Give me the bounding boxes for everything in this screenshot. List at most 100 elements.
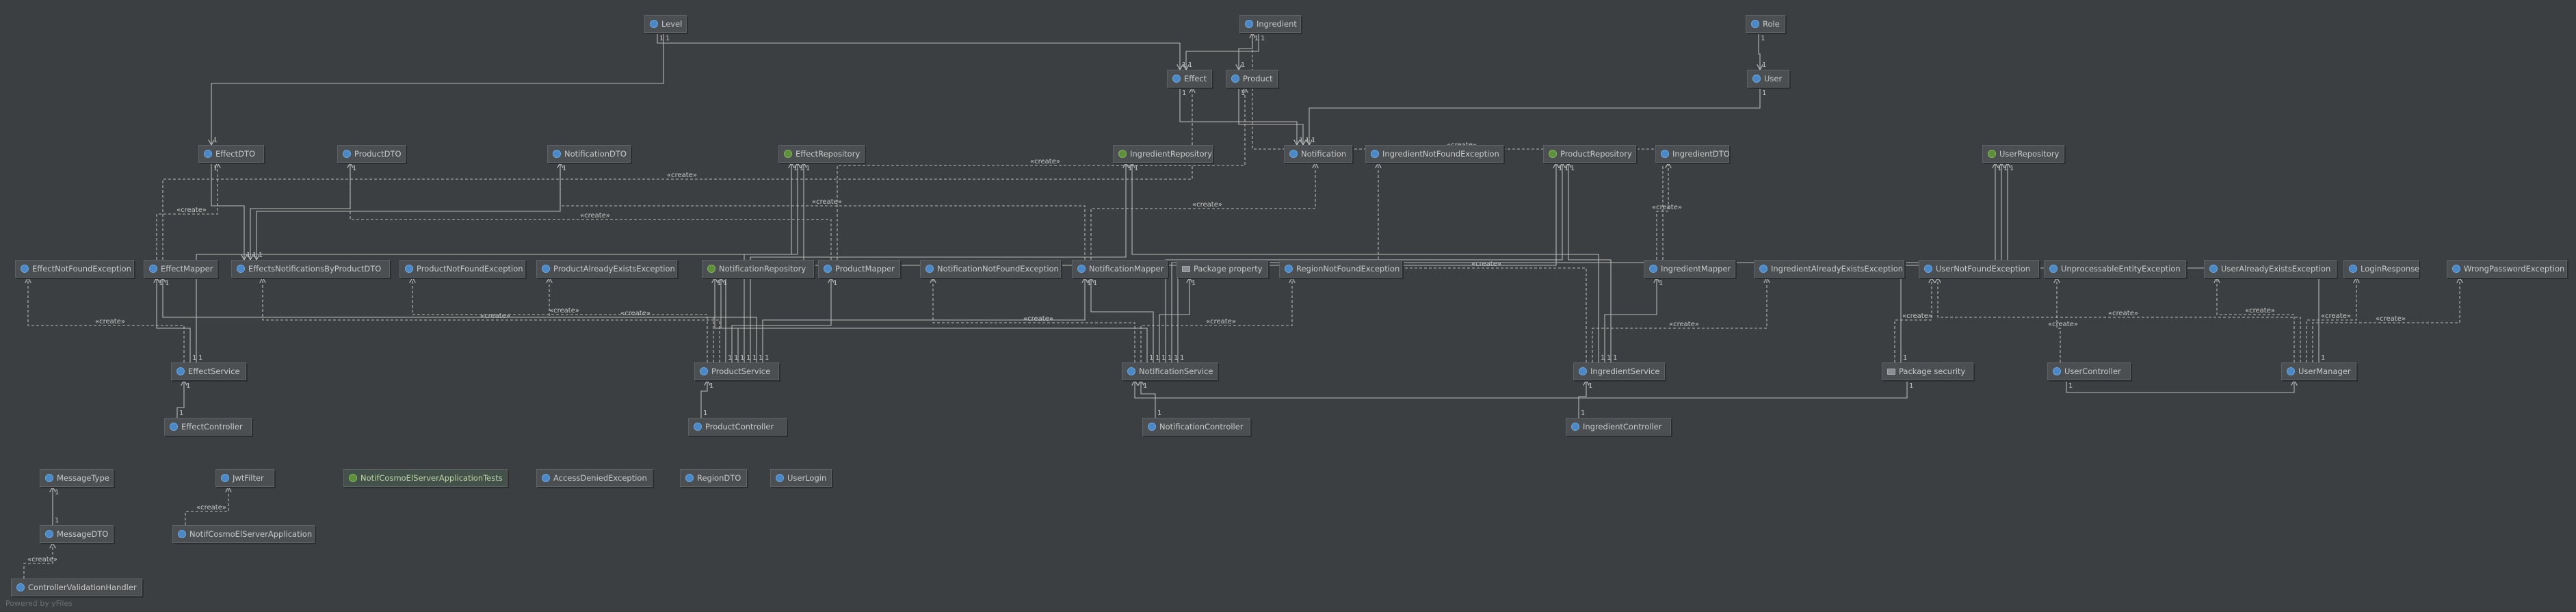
node-effect-not-found-exception[interactable]: EffectNotFoundException <box>15 260 134 278</box>
node-product-mapper[interactable]: ProductMapper <box>818 260 900 278</box>
node-effect-controller[interactable]: EffectController <box>164 418 252 436</box>
class-icon <box>178 530 186 538</box>
node-product-dto[interactable]: ProductDTO <box>337 145 406 163</box>
node-notification[interactable]: Notification <box>1284 145 1352 163</box>
node-product-not-found-exception[interactable]: ProductNotFoundException <box>399 260 525 278</box>
multiplicity-label: 1 <box>659 35 663 42</box>
edge-role-to-user <box>1759 33 1760 70</box>
node-notification-repository[interactable]: NotificationRepository <box>702 260 814 278</box>
node-label: NotifCosmoElServerApplication <box>189 529 313 539</box>
node-unprocessable-entity-exception[interactable]: UnprocessableEntityException <box>2044 260 2186 278</box>
node-label: User <box>1764 74 1783 83</box>
multiplicity-label: 1 <box>2321 354 2325 362</box>
node-product-repository[interactable]: ProductRepository <box>1543 145 1636 163</box>
node-label: Notification <box>1301 149 1346 159</box>
edge-controller-validation-handler-to-message-dto <box>23 543 53 578</box>
node-ingredient-mapper[interactable]: IngredientMapper <box>1644 260 1735 278</box>
node-ingredient-already-exists-exception[interactable]: IngredientAlreadyExistsException <box>1754 260 1904 278</box>
create-label: «create» <box>549 307 579 315</box>
node-notification-service[interactable]: NotificationService <box>1122 362 1218 380</box>
node-notif-cosmo-el-server-application[interactable]: NotifCosmoElServerApplication <box>172 525 315 543</box>
node-ingredient-dto[interactable]: IngredientDTO <box>1655 145 1730 163</box>
multiplicity-label: 1 <box>1128 165 1132 172</box>
class-icon <box>170 423 178 431</box>
node-notif-cosmo-el-server-application-tests[interactable]: NotifCosmoElServerApplicationTests <box>343 469 508 487</box>
node-login-response[interactable]: LoginResponse <box>2343 260 2419 278</box>
node-label: EffectNotFoundException <box>32 264 131 274</box>
node-label: Level <box>661 19 683 29</box>
class-icon <box>2209 265 2218 273</box>
class-icon <box>2287 367 2295 375</box>
node-effect-mapper[interactable]: EffectMapper <box>144 260 218 278</box>
node-user-login[interactable]: UserLogin <box>770 469 832 487</box>
multiplicity-label: 1 <box>1192 280 1196 287</box>
node-package-property[interactable]: Package property <box>1177 260 1268 278</box>
class-icon <box>1172 75 1181 83</box>
edge-user-controller-to-unprocessable-entity-exception <box>2057 278 2061 362</box>
node-label: ProductController <box>705 422 774 431</box>
class-icon <box>1285 265 1293 273</box>
node-jwt-filter[interactable]: JwtFilter <box>215 469 274 487</box>
class-icon <box>343 150 351 158</box>
node-product-already-exists-exception[interactable]: ProductAlreadyExistsException <box>536 260 677 278</box>
edge-ingredient-service-to-product-repository <box>1568 163 1611 362</box>
node-ingredient-controller[interactable]: IngredientController <box>1566 418 1671 436</box>
node-level[interactable]: Level <box>644 15 687 33</box>
node-effects-notifications-by-product-dto[interactable]: EffectsNotificationsByProductDTO <box>231 260 390 278</box>
multiplicity-label: 1 <box>1254 35 1259 42</box>
node-region-dto[interactable]: RegionDTO <box>680 469 747 487</box>
node-label: EffectService <box>188 367 240 376</box>
node-effect-service[interactable]: EffectService <box>171 362 246 380</box>
class-icon <box>1231 75 1239 83</box>
multiplicity-label: 1 <box>55 489 59 496</box>
node-controller-validation-handler[interactable]: ControllerValidationHandler <box>11 578 142 596</box>
node-region-not-found-exception[interactable]: RegionNotFoundException <box>1279 260 1402 278</box>
node-message-dto[interactable]: MessageDTO <box>40 525 114 543</box>
node-product-service[interactable]: ProductService <box>694 362 779 380</box>
create-label: «create» <box>1030 158 1060 165</box>
edge-product-to-notification <box>1239 88 1303 145</box>
node-label: NotificationMapper <box>1089 264 1164 274</box>
node-notification-not-found-exception[interactable]: NotificationNotFoundException <box>920 260 1061 278</box>
multiplicity-label: 1 <box>1659 280 1663 287</box>
class-icon <box>685 474 694 482</box>
create-label: «create» <box>580 212 610 219</box>
node-label: EffectMapper <box>161 264 213 274</box>
node-wrong-password-exception[interactable]: WrongPasswordException <box>2447 260 2567 278</box>
node-package-security[interactable]: Package security <box>1882 362 1973 380</box>
node-user-repository[interactable]: UserRepository <box>1982 145 2064 163</box>
node-ingredient-repository[interactable]: IngredientRepository <box>1113 145 1213 163</box>
multiplicity-label: 1 <box>793 165 798 172</box>
node-notification-controller[interactable]: NotificationController <box>1142 418 1250 436</box>
node-label: IngredientService <box>1590 367 1660 376</box>
node-notification-mapper[interactable]: NotificationMapper <box>1072 260 1168 278</box>
node-ingredient-service[interactable]: IngredientService <box>1573 362 1665 380</box>
node-access-denied-exception[interactable]: AccessDeniedException <box>536 469 653 487</box>
node-product-controller[interactable]: ProductController <box>688 418 787 436</box>
multiplicity-label: 1 <box>1157 410 1161 417</box>
edge-ingredient-to-effect <box>1186 33 1259 70</box>
node-product[interactable]: Product <box>1226 70 1278 88</box>
node-label: ProductMapper <box>835 264 895 274</box>
node-user-not-found-exception[interactable]: UserNotFoundException <box>1919 260 2039 278</box>
node-role[interactable]: Role <box>1746 15 1785 33</box>
node-notification-dto[interactable]: NotificationDTO <box>547 145 631 163</box>
create-label: «create» <box>196 504 226 511</box>
class-icon <box>2049 265 2058 273</box>
create-label: «create» <box>1471 261 1501 268</box>
multiplicity-label: 1 <box>1182 62 1186 69</box>
node-effect-repository[interactable]: EffectRepository <box>778 145 865 163</box>
node-effect[interactable]: Effect <box>1167 70 1212 88</box>
node-ingredient-not-found-exception[interactable]: IngredientNotFoundException <box>1365 145 1503 163</box>
create-label: «create» <box>2376 315 2406 323</box>
node-label: NotifCosmoElServerApplicationTests <box>360 473 503 483</box>
class-icon <box>776 474 784 482</box>
class-icon <box>1649 265 1657 273</box>
node-user-manager[interactable]: UserManager <box>2281 362 2356 380</box>
node-user-already-exists-exception[interactable]: UserAlreadyExistsException <box>2204 260 2337 278</box>
node-user[interactable]: User <box>1747 70 1789 88</box>
node-user-controller[interactable]: UserController <box>2047 362 2131 380</box>
node-effect-dto[interactable]: EffectDTO <box>198 145 264 163</box>
node-message-type[interactable]: MessageType <box>40 469 114 487</box>
node-ingredient[interactable]: Ingredient <box>1239 15 1301 33</box>
